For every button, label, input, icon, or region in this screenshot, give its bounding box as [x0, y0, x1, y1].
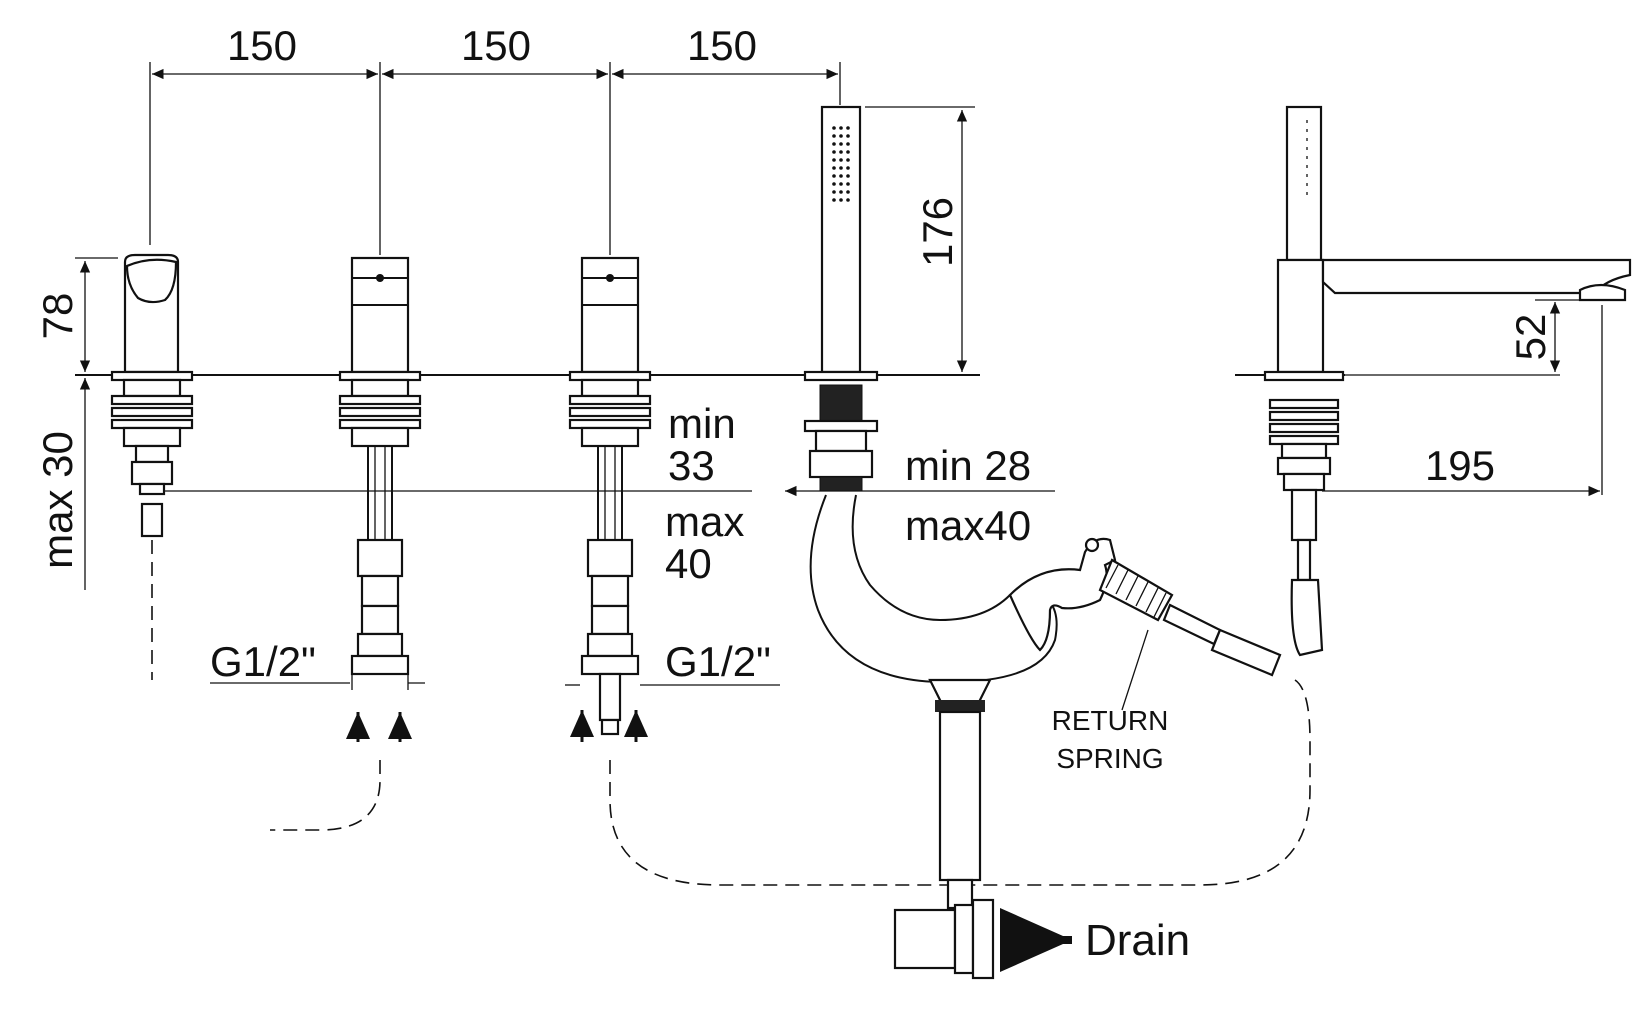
deck-max-label: max 30 [34, 431, 81, 569]
thread-right-label: G1/2" [665, 638, 771, 685]
hand-shower-height-dimension [865, 106, 975, 372]
valve-2 [210, 256, 425, 831]
max-40-label-line1: max [665, 498, 744, 545]
max-40-label-line2: 40 [665, 540, 712, 587]
hand-shower-height-label: 176 [914, 197, 961, 267]
spout-height-label: 52 [1507, 314, 1554, 361]
min-33-label-line2: 33 [668, 442, 715, 489]
lever-valve [110, 253, 194, 680]
drain-label: Drain [1085, 916, 1190, 965]
valve-height-label: 78 [34, 293, 81, 340]
return-spring-assembly [1008, 537, 1282, 711]
spacing-1-label: 150 [227, 22, 297, 69]
spacing-dimensions [149, 62, 841, 255]
spout-side-view [1263, 105, 1632, 657]
spout-dimensions [1322, 299, 1603, 497]
hand-shower [803, 105, 879, 492]
spacing-2-label: 150 [461, 22, 531, 69]
max-40-b-label: max40 [905, 502, 1031, 549]
hose-loop [809, 494, 1072, 980]
spout-reach-label: 195 [1425, 442, 1495, 489]
valve-3 [565, 256, 1311, 886]
thread-left-label: G1/2" [210, 638, 316, 685]
return-spring-label-line2: SPRING [1056, 743, 1163, 774]
valve-height-dimension [75, 257, 118, 590]
spacing-3-label: 150 [687, 22, 757, 69]
min-33-label-line1: min [668, 400, 736, 447]
return-spring-label-line1: RETURN [1052, 705, 1169, 736]
min-28-label: min 28 [905, 442, 1031, 489]
